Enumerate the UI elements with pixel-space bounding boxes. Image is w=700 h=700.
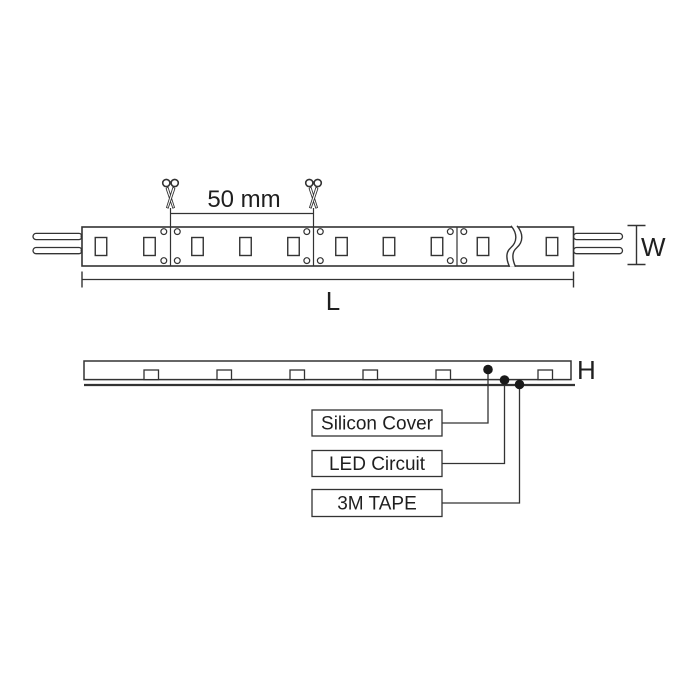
length-label: L bbox=[326, 286, 340, 316]
width-dimension: W bbox=[627, 224, 666, 266]
callout-label: LED Circuit bbox=[329, 454, 426, 475]
led-chip bbox=[476, 236, 490, 257]
top-view: 50 mm L W bbox=[32, 178, 666, 316]
solder-pad bbox=[460, 228, 468, 236]
callout-dot bbox=[499, 375, 510, 385]
width-label: W bbox=[641, 232, 666, 262]
callout-label: 3M TAPE bbox=[337, 494, 417, 515]
led-chip bbox=[435, 369, 452, 381]
led-chip bbox=[362, 369, 379, 381]
led-chip bbox=[382, 236, 396, 257]
side-view: H Silicon Cover LED Circuit 3M TAPE bbox=[83, 355, 596, 518]
led-bumps bbox=[143, 369, 554, 381]
scissors-icon bbox=[304, 178, 323, 227]
led-chips bbox=[94, 236, 559, 257]
solder-pad bbox=[160, 257, 168, 265]
led-chip bbox=[335, 236, 348, 257]
led-chip bbox=[545, 236, 559, 257]
callout-3m-tape: 3M TAPE bbox=[311, 379, 525, 518]
callout-label: Silicon Cover bbox=[321, 414, 434, 435]
callout-dot bbox=[514, 379, 525, 390]
height-label: H bbox=[577, 355, 596, 385]
break-symbol bbox=[506, 225, 523, 268]
cut-lines bbox=[169, 227, 458, 266]
led-chip bbox=[239, 236, 252, 257]
callout-leader-line bbox=[442, 380, 506, 465]
led-chip bbox=[287, 236, 300, 257]
led-chip bbox=[191, 236, 204, 257]
solder-pad bbox=[173, 257, 181, 265]
solder-pad bbox=[303, 257, 311, 265]
callout-leader-line bbox=[442, 384, 521, 504]
cut-length-label: 50 mm bbox=[207, 186, 280, 213]
led-chip bbox=[430, 236, 444, 257]
wire bbox=[572, 232, 624, 241]
callout-silicon-cover: Silicon Cover bbox=[311, 364, 493, 437]
callout-box bbox=[311, 409, 443, 437]
cut-length-dimension: 50 mm bbox=[170, 186, 314, 215]
solder-pad bbox=[303, 228, 311, 236]
led-chip bbox=[143, 369, 160, 381]
cut-point-pads bbox=[160, 228, 468, 265]
solder-pad bbox=[316, 228, 324, 236]
wire bbox=[32, 246, 83, 255]
scissors-icon bbox=[161, 178, 180, 227]
callout-box bbox=[311, 449, 443, 478]
callout-box bbox=[311, 488, 443, 518]
solder-pad bbox=[446, 228, 454, 236]
wire bbox=[572, 246, 624, 255]
length-dimension: L bbox=[81, 271, 575, 316]
solder-pad bbox=[316, 257, 324, 265]
solder-pad bbox=[173, 228, 181, 236]
callout-dot bbox=[483, 364, 493, 375]
solder-pad bbox=[460, 257, 468, 265]
solder-pad bbox=[160, 228, 168, 236]
solder-pad bbox=[446, 257, 454, 265]
led-chip bbox=[289, 369, 306, 381]
led-chip bbox=[537, 369, 554, 381]
led-chip bbox=[143, 236, 156, 257]
callout-leader-line bbox=[442, 369, 489, 424]
left-wires bbox=[32, 232, 89, 255]
led-chip bbox=[94, 236, 108, 257]
callout-led-circuit: LED Circuit bbox=[311, 375, 510, 478]
wire bbox=[32, 232, 83, 241]
led-chip bbox=[216, 369, 233, 381]
